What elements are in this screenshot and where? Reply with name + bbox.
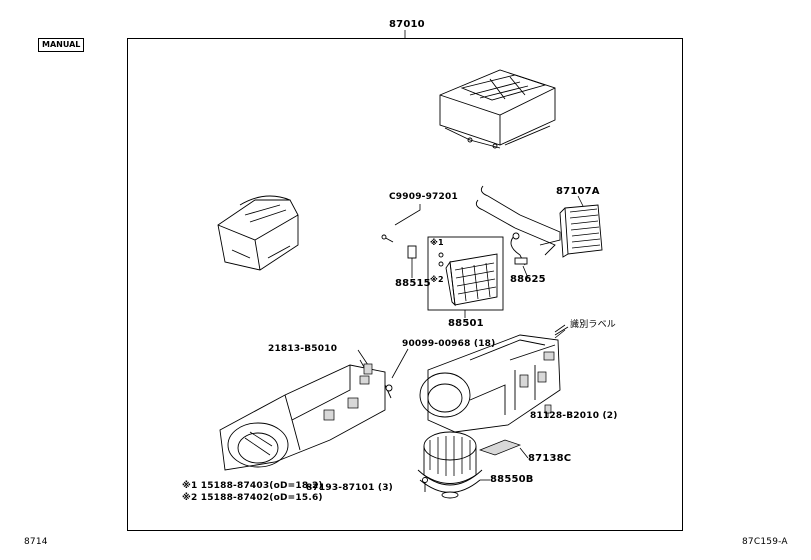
thermistor-icon (407, 245, 417, 278)
blower-case-icon (219, 359, 386, 471)
part-label-87107a[interactable]: 87107A (556, 186, 600, 197)
footer-page-number: 8714 (24, 537, 48, 547)
upper-case-icon (439, 69, 556, 149)
screw-icon (422, 477, 428, 492)
part-label-88625[interactable]: 88625 (510, 274, 546, 285)
label-arrow (554, 324, 566, 333)
main-case-icon (419, 326, 569, 433)
part-label-88501[interactable]: 88501 (448, 318, 484, 329)
part-label-c9909[interactable]: C9909-97201 (389, 192, 458, 202)
note-1: ※1 15188-87403(oD=18.2) (182, 481, 323, 491)
assembly-number[interactable]: 87010 (389, 19, 425, 30)
blower-fan-icon (417, 431, 490, 499)
part-label-21813[interactable]: 21813-B5010 (268, 344, 338, 354)
mark-2: ※2 (430, 275, 444, 284)
part-label-87193[interactable]: 87193-87101 (3) (306, 483, 393, 493)
clip-icon (357, 349, 373, 375)
part-label-88550b[interactable]: 88550B (490, 474, 534, 485)
sensor-icon (510, 232, 529, 279)
mark-1: ※1 (430, 238, 444, 247)
side-duct-icon (217, 195, 299, 271)
part-label-88515[interactable]: 88515 (395, 278, 431, 289)
footer-ref-code: 87C159-A (742, 537, 788, 547)
identification-label-note: 識別ラベル (570, 320, 617, 330)
manual-badge: MANUAL (38, 38, 85, 52)
part-label-90099[interactable]: 90099-00968 (18) (402, 339, 496, 349)
heater-core-icon (475, 185, 603, 258)
screw-icon (384, 348, 409, 399)
evaporator-icon (427, 236, 504, 318)
part-label-87138c[interactable]: 87138C (528, 453, 572, 464)
screw-icon (381, 204, 421, 243)
resistor-icon (478, 439, 529, 459)
assembly-frame (127, 38, 683, 531)
part-label-81128[interactable]: 81128-B2010 (2) (530, 411, 618, 421)
note-2: ※2 15188-87402(oD=15.6) (182, 493, 323, 503)
